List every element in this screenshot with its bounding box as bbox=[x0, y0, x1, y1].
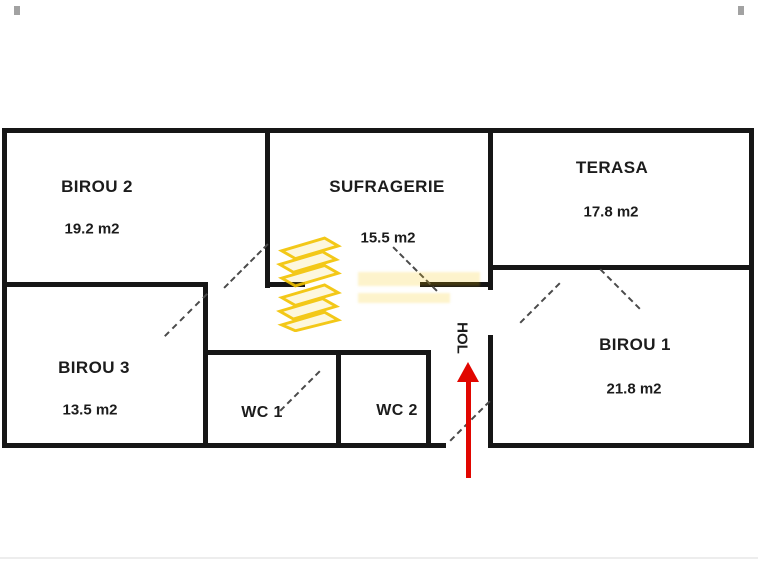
watermark-wordmark bbox=[358, 272, 480, 286]
wall-sufragerie-bottom-left-stub bbox=[265, 282, 305, 287]
wall-birou3-right bbox=[203, 282, 208, 448]
entrance-arrow-icon bbox=[457, 362, 479, 382]
room-label-hol: HOL bbox=[453, 322, 471, 354]
wall-birou1-left-lower bbox=[488, 335, 493, 448]
wall-outer-left bbox=[2, 128, 7, 448]
room-label-terasa: TERASA bbox=[575, 158, 649, 177]
wall-wc2-hol bbox=[426, 350, 431, 448]
room-label-birou2: BIROU 2 bbox=[61, 177, 133, 196]
room-area-birou3: 13.5 m2 bbox=[62, 401, 118, 419]
room-label-birou3: BIROU 3 bbox=[58, 358, 130, 377]
wall-birou2-sufragerie bbox=[265, 128, 270, 288]
watermark-logo bbox=[270, 232, 348, 333]
wall-birou2-birou3 bbox=[2, 282, 208, 287]
wall-outer-bottom-right bbox=[492, 443, 754, 448]
wall-sufragerie-bottom-right-stub bbox=[420, 282, 493, 287]
door-swing-hol-birou1 bbox=[519, 282, 561, 324]
crop-mark-right bbox=[738, 6, 744, 15]
door-swing-wc1 bbox=[279, 370, 321, 412]
room-area-birou1: 21.8 m2 bbox=[606, 380, 662, 398]
wall-terasa-bottom bbox=[488, 265, 754, 270]
room-label-sufragerie: SUFRAGERIE bbox=[329, 177, 445, 196]
wall-outer-right bbox=[749, 128, 754, 448]
room-area-sufragerie: 15.5 m2 bbox=[360, 229, 416, 247]
crop-mark-left bbox=[14, 6, 20, 15]
room-label-birou1: BIROU 1 bbox=[599, 335, 671, 354]
footer-divider bbox=[0, 557, 758, 559]
watermark-wordmark-sub bbox=[358, 293, 450, 303]
room-label-wc1: WC 1 bbox=[241, 404, 283, 421]
wall-sufragerie-terasa bbox=[488, 128, 493, 270]
wall-wc1-wc2 bbox=[336, 350, 341, 448]
wall-wc-top bbox=[203, 350, 431, 355]
room-area-terasa: 17.8 m2 bbox=[583, 203, 639, 221]
door-swing-sufragerie-left bbox=[223, 243, 269, 289]
entrance-arrow-shaft bbox=[466, 380, 471, 478]
room-area-birou2: 19.2 m2 bbox=[64, 220, 120, 238]
wall-outer-top bbox=[2, 128, 754, 133]
wall-outer-bottom-left bbox=[2, 443, 446, 448]
door-swing-terasa-birou1 bbox=[599, 268, 641, 310]
room-label-wc2: WC 2 bbox=[376, 402, 418, 419]
door-swing-birou3 bbox=[164, 293, 208, 337]
wall-birou1-left-upper bbox=[488, 265, 493, 290]
